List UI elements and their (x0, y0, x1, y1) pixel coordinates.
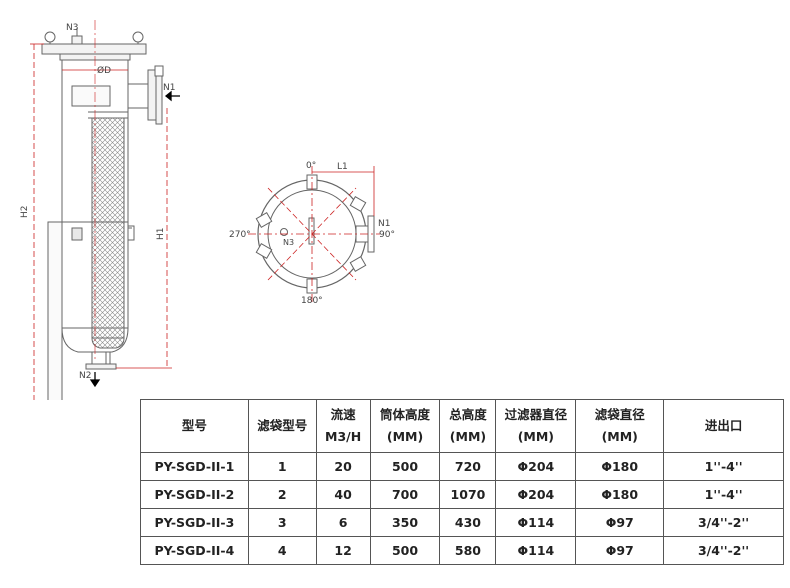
side-view (41, 28, 164, 400)
lifting-eye-right (132, 31, 144, 43)
cell-inlet-outlet: 3/4''-2'' (663, 536, 784, 565)
cell-model: PY-SGD-II-1 (140, 452, 249, 481)
table-row: PY-SGD-II-3 3 6 350 430 Φ114 Φ97 3/4''-2… (140, 508, 784, 537)
top-cover (41, 28, 147, 61)
label-diameter: ØD (97, 65, 111, 76)
header-total-height: 总高度(MM) (439, 399, 497, 453)
support-leg (47, 221, 135, 400)
filter-basket (91, 117, 125, 339)
top-dimensions (248, 166, 380, 304)
cell-bag-model: 4 (247, 536, 317, 565)
cover-handle (308, 217, 315, 245)
label-h2: H2 (20, 206, 30, 219)
label-n1-side: N1 (163, 83, 175, 93)
inlet-pipe-n1 (127, 65, 164, 125)
cell-total-height: 720 (439, 452, 497, 481)
cell-filter-diameter: Φ114 (495, 536, 577, 565)
cell-bag-model: 2 (247, 480, 317, 509)
label-angle-0: 0° (306, 161, 316, 171)
cell-bag-diameter: Φ180 (575, 452, 665, 481)
header-barrel-height: 筒体高度(MM) (369, 399, 441, 453)
label-n1-top: N1 (378, 219, 390, 229)
cell-inlet-outlet: 3/4''-2'' (663, 508, 784, 537)
cell-total-height: 430 (439, 508, 497, 537)
technical-drawing: N3 ØD N1 N2 H2 H1 0° L1 270° N3 N (20, 20, 395, 400)
cell-flow-rate: 12 (315, 536, 371, 565)
label-angle-180: 180° (301, 296, 323, 306)
cell-flow-rate: 40 (315, 480, 371, 509)
table-row: PY-SGD-II-2 2 40 700 1070 Φ204 Φ180 1''-… (140, 480, 784, 509)
name-plate (71, 85, 111, 107)
label-n2: N2 (79, 371, 91, 381)
side-dimensions (30, 20, 172, 400)
header-inlet-outlet: 进出口 (663, 399, 784, 453)
lug-270-upper (255, 211, 273, 229)
cell-inlet-outlet: 1''-4'' (663, 452, 784, 481)
table-row: PY-SGD-II-4 4 12 500 580 Φ114 Φ97 3/4''-… (140, 536, 784, 565)
cell-barrel-height: 500 (369, 536, 441, 565)
cell-bag-model: 3 (247, 508, 317, 537)
header-model: 型号 (140, 399, 249, 453)
cell-inlet-outlet: 1''-4'' (663, 480, 784, 509)
cell-filter-diameter: Φ204 (495, 480, 577, 509)
lifting-eye-left (44, 31, 56, 43)
cell-bag-diameter: Φ97 (575, 508, 665, 537)
label-n3-top: N3 (283, 238, 294, 247)
cell-bag-diameter: Φ180 (575, 480, 665, 509)
label-angle-90: 90° (379, 230, 395, 240)
cell-model: PY-SGD-II-3 (140, 508, 249, 537)
label-n3-side: N3 (66, 23, 78, 33)
cell-barrel-height: 500 (369, 452, 441, 481)
lug-90-lower (349, 255, 367, 273)
cell-total-height: 580 (439, 536, 497, 565)
lug-90-upper (349, 195, 367, 213)
cell-bag-diameter: Φ97 (575, 536, 665, 565)
cell-total-height: 1070 (439, 480, 497, 509)
label-l1: L1 (337, 162, 348, 172)
n3-vent-circle (280, 228, 288, 236)
label-angle-270: 270° (229, 230, 251, 240)
header-filter-diameter: 过滤器直径(MM) (495, 399, 577, 453)
lug-270-lower (255, 242, 273, 260)
cell-bag-model: 1 (247, 452, 317, 481)
cell-model: PY-SGD-II-4 (140, 536, 249, 565)
cell-filter-diameter: Φ114 (495, 508, 577, 537)
header-bag-diameter: 滤袋直径(MM) (575, 399, 665, 453)
outlet-arrow-head (89, 379, 101, 388)
inlet-arrow-head (164, 90, 172, 102)
cell-filter-diameter: Φ204 (495, 452, 577, 481)
cell-barrel-height: 700 (369, 480, 441, 509)
label-h1: H1 (156, 228, 166, 241)
cell-flow-rate: 6 (315, 508, 371, 537)
outlet-pipe-n2 (85, 351, 117, 370)
header-bag-model: 滤袋型号 (247, 399, 317, 453)
cell-flow-rate: 20 (315, 452, 371, 481)
cell-model: PY-SGD-II-2 (140, 480, 249, 509)
cell-barrel-height: 350 (369, 508, 441, 537)
table-row: PY-SGD-II-1 1 20 500 720 Φ204 Φ180 1''-4… (140, 452, 784, 481)
